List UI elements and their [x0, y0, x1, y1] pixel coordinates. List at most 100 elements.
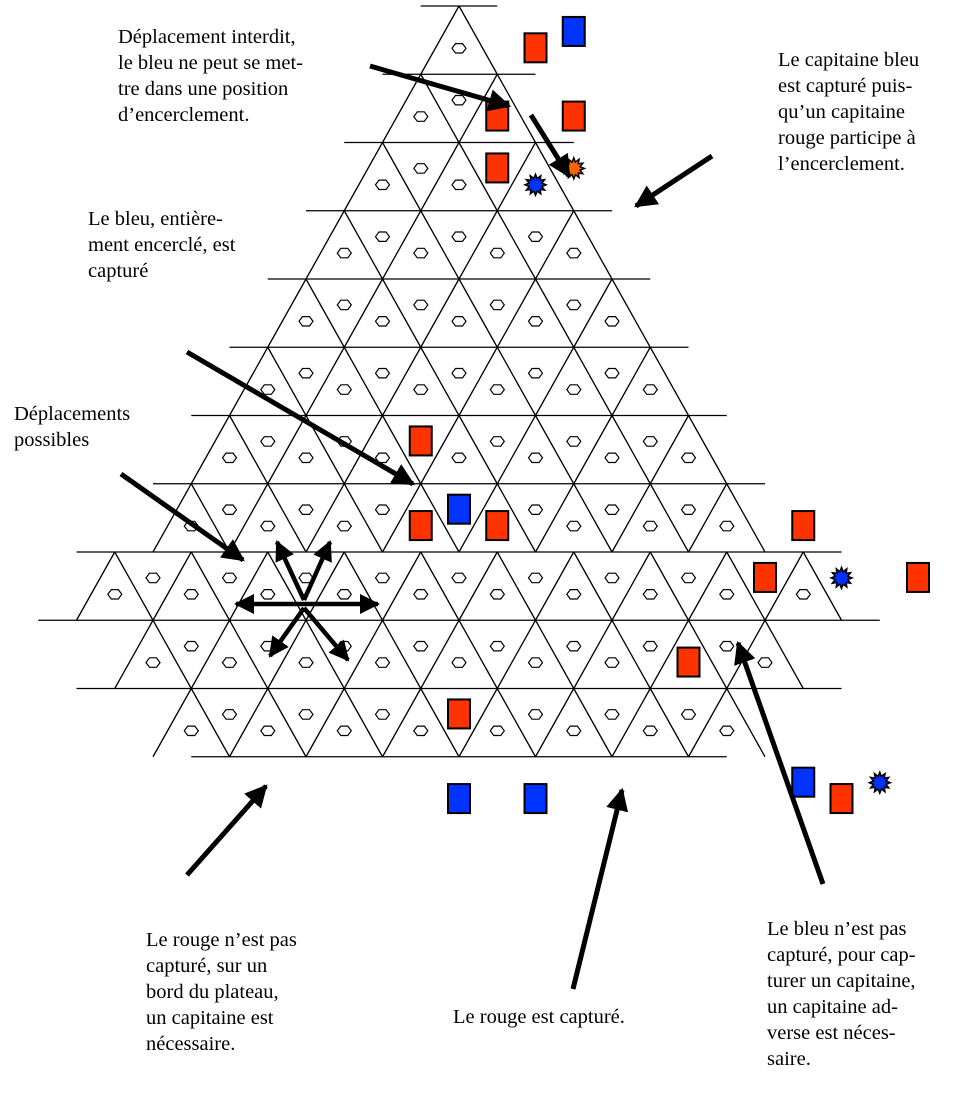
grid-line: [458, 619, 498, 689]
empty-cell-marker: [451, 452, 467, 464]
grid-line: [534, 346, 575, 416]
empty-cell-marker: [489, 725, 506, 737]
empty-cell-marker: [719, 520, 735, 532]
grid-line: [458, 278, 498, 348]
empty-cell-marker: [374, 367, 391, 379]
grid-line: [420, 551, 460, 621]
blue-soldier-piece: [791, 766, 816, 798]
grid-line: [726, 619, 766, 689]
grid-line: [496, 619, 537, 689]
grid-line: [228, 619, 269, 689]
empty-cell-marker: [260, 725, 276, 737]
grid-line: [534, 551, 575, 621]
arrow-blue-captain-captured: [634, 153, 714, 209]
grid-line: [267, 688, 307, 758]
empty-cell-marker: [413, 299, 429, 311]
red-soldier-piece: [561, 100, 586, 132]
empty-cell-marker: [719, 640, 735, 652]
grid-line: [190, 619, 231, 689]
grid-line: [228, 483, 269, 553]
empty-cell-marker: [566, 640, 582, 652]
red-soldier-piece: [791, 510, 816, 542]
empty-cell-marker: [183, 725, 200, 737]
grid-line: [611, 415, 651, 485]
empty-cell-marker: [527, 504, 544, 515]
caption-blue-not-captured: Le bleu n’est pas capturé, pour cap- tur…: [767, 918, 916, 1070]
empty-cell-marker: [298, 316, 314, 327]
grid-line: [152, 619, 192, 689]
empty-cell-marker: [566, 520, 582, 532]
grid-line: [687, 415, 728, 485]
empty-cell-marker: [374, 709, 391, 720]
grid-line: [458, 73, 498, 143]
empty-cell-marker: [374, 572, 391, 584]
grid-line: [267, 346, 307, 416]
empty-cell-marker: [336, 520, 353, 532]
grid-line: [496, 278, 537, 348]
empty-cell-marker: [604, 452, 620, 464]
move-arrow-down-right: [302, 606, 350, 662]
caption-blue-captain-captured: Le capitaine bleu est capturé puis- qu’u…: [778, 49, 920, 175]
blue-captain-piece: [867, 770, 893, 796]
grid-line: [420, 688, 460, 758]
grid-line: [190, 551, 231, 621]
empty-cell-marker: [642, 520, 659, 532]
arrow-blue-not-captured: [734, 640, 826, 885]
grid-line: [458, 551, 498, 621]
grid-line: [228, 551, 269, 621]
empty-cell-marker: [566, 436, 582, 447]
grid-line: [611, 483, 651, 553]
grid-line: [343, 415, 384, 485]
grid-line: [343, 688, 384, 758]
grid-line: [152, 551, 192, 621]
empty-cell-marker: [566, 299, 582, 311]
grid-line: [764, 551, 804, 621]
grid-line: [458, 688, 498, 758]
grid-line: [228, 346, 269, 416]
caption-red-edge-not-captured: Le rouge n’est pas capturé, sur un bord …: [146, 929, 297, 1055]
caption-forbidden-move: Déplacement interdit, le bleu ne peut se…: [118, 26, 304, 126]
caption-blue-encircled: Le bleu, entière- ment encerclé, est cap…: [88, 208, 236, 282]
grid-line: [649, 415, 690, 485]
grid-line: [496, 551, 537, 621]
grid-line: [573, 688, 613, 758]
empty-cell-marker: [757, 657, 773, 668]
empty-cell-marker: [642, 436, 659, 447]
arrow-blue-forbidden-step: [528, 113, 572, 178]
grid-line: [305, 346, 345, 416]
grid-line: [611, 346, 651, 416]
grid-line: [343, 619, 384, 689]
empty-cell-marker: [566, 589, 582, 600]
empty-cell-marker: [413, 384, 429, 395]
empty-cell-marker: [680, 504, 697, 515]
empty-cell-marker: [489, 640, 506, 652]
empty-cell-marker: [374, 452, 391, 464]
red-soldier-piece: [906, 561, 930, 593]
arrow-possible-moves: [119, 471, 245, 563]
grid-line: [420, 142, 460, 212]
empty-cell-marker: [642, 725, 659, 737]
grid-line: [228, 415, 269, 485]
empty-cell-marker: [489, 436, 506, 447]
red-soldier-piece: [408, 510, 433, 542]
move-arrow-up-left: [274, 540, 307, 601]
red-soldier-piece: [753, 561, 777, 593]
grid-line: [534, 415, 575, 485]
empty-cell-marker: [642, 589, 659, 600]
empty-cell-marker: [413, 111, 429, 122]
grid-line: [496, 688, 537, 758]
grid-line: [381, 278, 422, 348]
annotation-arrows: [119, 63, 826, 990]
empty-cell-marker: [527, 572, 544, 584]
empty-cell-marker: [221, 572, 238, 584]
grid-line: [458, 483, 498, 553]
grid-line: [649, 619, 690, 689]
blue-soldier-piece: [523, 783, 548, 815]
empty-cell-marker: [298, 657, 314, 668]
grid-line: [573, 210, 613, 280]
red-soldier-piece: [676, 646, 701, 678]
empty-cell-marker: [451, 179, 467, 191]
empty-cell-marker: [336, 589, 353, 600]
grid-line: [381, 688, 422, 758]
